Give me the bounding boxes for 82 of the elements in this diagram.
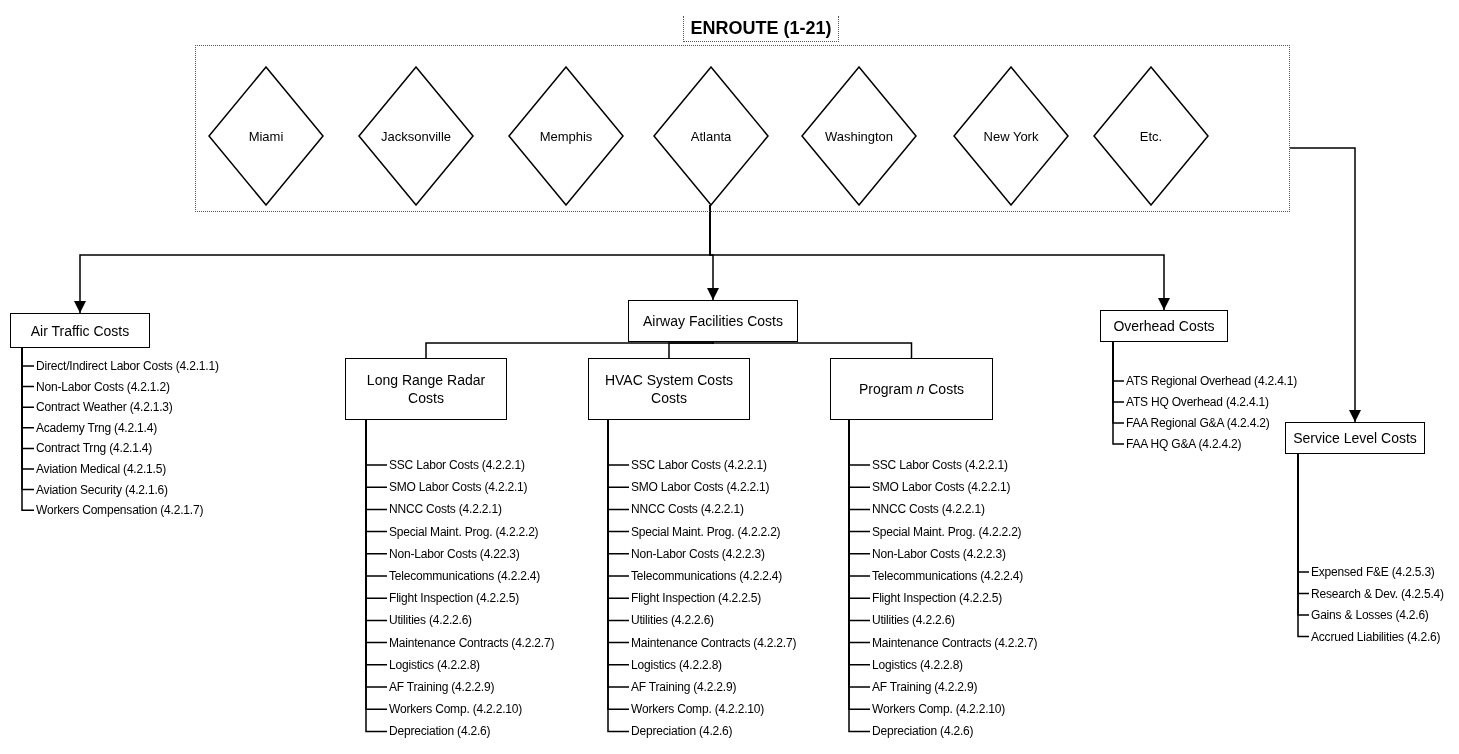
cost-item: SSC Labor Costs (4.2.2.1) xyxy=(872,458,1008,472)
cost-item: Workers Comp. (4.2.2.10) xyxy=(631,702,765,717)
cost-box: Airway Facilities Costs xyxy=(628,300,798,342)
tree-line xyxy=(1112,341,1125,445)
diamond-label: Memphis xyxy=(538,128,594,144)
diamond-shape xyxy=(953,66,1069,206)
diamond-shape xyxy=(653,66,769,206)
cost-box: Service Level Costs xyxy=(1285,422,1425,454)
cost-item: Gains & Losses (4.2.6) xyxy=(1311,608,1429,622)
cost-item: ATS HQ Overhead (4.2.4.1) xyxy=(1126,395,1269,409)
cost-item: Academy Trng (4.2.1.4) xyxy=(36,420,157,435)
tree-line xyxy=(712,341,913,359)
cost-item: Accrued Liabilities (4.2.6) xyxy=(1311,629,1441,644)
cost-item: NNCC Costs (4.2.2.1) xyxy=(389,502,502,517)
diamond-shape xyxy=(508,66,624,206)
cost-item: Expensed F&E (4.2.5.3) xyxy=(1311,565,1435,579)
cost-item: Logistics (4.2.2.8) xyxy=(872,657,963,672)
diamond-shape xyxy=(208,66,324,206)
cost-item: Workers Comp. (4.2.2.10) xyxy=(389,702,523,717)
diamond-label: Miami xyxy=(247,128,285,144)
cost-box: Air Traffic Costs xyxy=(10,313,150,348)
cost-item: Telecommunications (4.2.2.4) xyxy=(872,569,1024,583)
diamond-label: Jacksonville xyxy=(379,128,453,144)
arrow xyxy=(1289,147,1361,423)
diamond-shape xyxy=(358,66,474,206)
diamond-label: Etc. xyxy=(1138,128,1164,144)
cost-item: Depreciation (4.2.6) xyxy=(389,724,491,739)
diamond-label: Atlanta xyxy=(689,128,733,144)
cost-item: Telecommunications (4.2.2.4) xyxy=(631,569,783,583)
cost-item: SMO Labor Costs (4.2.2.1) xyxy=(389,480,528,495)
cost-item: Special Maint. Prog. (4.2.2.2) xyxy=(631,524,781,539)
cost-box: HVAC System Costs Costs xyxy=(588,358,750,420)
cost-item: Workers Compensation (4.2.1.7) xyxy=(36,503,204,518)
cost-item: Non-Labor Costs (4.2.1.2) xyxy=(36,379,170,394)
cost-box: Program n Costs xyxy=(830,358,993,420)
cost-item: FAA Regional G&A (4.2.4.2) xyxy=(1126,416,1270,430)
cost-item: SMO Labor Costs (4.2.2.1) xyxy=(872,480,1011,495)
cost-item: SSC Labor Costs (4.2.2.1) xyxy=(631,458,767,472)
cost-item: Maintenance Contracts (4.2.2.7) xyxy=(631,635,797,650)
cost-item: SSC Labor Costs (4.2.2.1) xyxy=(389,458,525,472)
cost-item: Contract Trng (4.2.1.4) xyxy=(36,441,153,456)
arrow xyxy=(709,204,1170,311)
cost-item: Utilities (4.2.2.6) xyxy=(631,613,714,628)
cost-item: ATS Regional Overhead (4.2.4.1) xyxy=(1126,374,1297,388)
cost-item: Special Maint. Prog. (4.2.2.2) xyxy=(872,524,1022,539)
cost-item: FAA HQ G&A (4.2.4.2) xyxy=(1126,437,1242,451)
cost-item: Utilities (4.2.2.6) xyxy=(872,613,955,628)
cost-item: AF Training (4.2.2.9) xyxy=(389,680,495,694)
cost-item: AF Training (4.2.2.9) xyxy=(872,680,978,694)
cost-box: Overhead Costs xyxy=(1100,310,1228,342)
tree-line xyxy=(668,341,714,359)
diamond-label: New York xyxy=(982,128,1040,144)
cost-item: Flight Inspection (4.2.2.5) xyxy=(631,591,761,606)
region-heading: ENROUTE (1-21) xyxy=(683,16,839,42)
cost-item: NNCC Costs (4.2.2.1) xyxy=(631,502,744,517)
cost-item: Contract Weather (4.2.1.3) xyxy=(36,400,173,415)
cost-item: Flight Inspection (4.2.2.5) xyxy=(389,591,519,606)
cost-item: Depreciation (4.2.6) xyxy=(872,724,974,739)
cost-item: Maintenance Contracts (4.2.2.7) xyxy=(389,635,555,650)
cost-item: AF Training (4.2.2.9) xyxy=(631,680,737,694)
cost-item: Flight Inspection (4.2.2.5) xyxy=(872,591,1002,606)
cost-item: Non-Labor Costs (4.22.3) xyxy=(389,546,520,561)
diamond-shape xyxy=(1093,66,1209,206)
cost-item: Direct/Indirect Labor Costs (4.2.1.1) xyxy=(36,359,219,373)
diamond-label: Washington xyxy=(823,128,895,144)
cost-item: Telecommunications (4.2.2.4) xyxy=(389,569,541,583)
cost-item: Aviation Security (4.2.1.6) xyxy=(36,482,168,497)
cost-item: Research & Dev. (4.2.5.4) xyxy=(1311,586,1444,601)
cost-item: NNCC Costs (4.2.2.1) xyxy=(872,502,985,517)
cost-item: Aviation Medical (4.2.1.5) xyxy=(36,462,166,476)
cost-item: Non-Labor Costs (4.2.2.3) xyxy=(631,546,765,561)
diamond-shape xyxy=(801,66,917,206)
cost-item: Utilities (4.2.2.6) xyxy=(389,613,472,628)
cost-item: Workers Comp. (4.2.2.10) xyxy=(872,702,1006,717)
cost-item: Maintenance Contracts (4.2.2.7) xyxy=(872,635,1038,650)
cost-item: SMO Labor Costs (4.2.2.1) xyxy=(631,480,770,495)
cost-item: Special Maint. Prog. (4.2.2.2) xyxy=(389,524,539,539)
cost-item: Logistics (4.2.2.8) xyxy=(631,657,722,672)
cost-box: Long Range Radar Costs xyxy=(345,358,507,420)
cost-item: Depreciation (4.2.6) xyxy=(631,724,733,739)
cost-item: Logistics (4.2.2.8) xyxy=(389,657,480,672)
cost-item: Non-Labor Costs (4.2.2.3) xyxy=(872,546,1006,561)
